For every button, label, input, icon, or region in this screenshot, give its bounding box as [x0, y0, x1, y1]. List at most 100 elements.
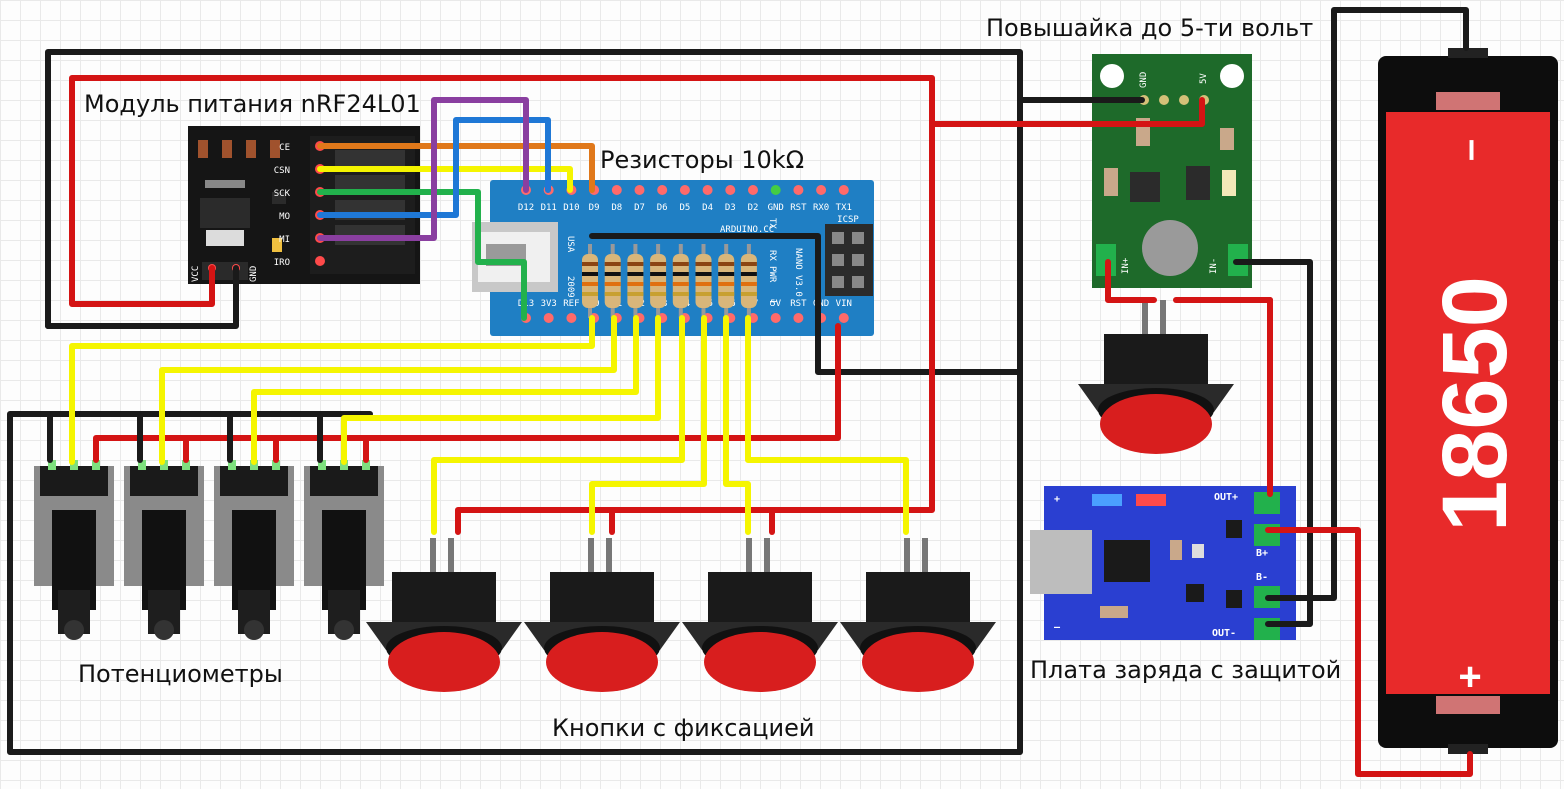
charger-b-minus: B-: [1256, 572, 1268, 583]
wire-a5: [589, 315, 707, 535]
latching-button: [524, 538, 680, 692]
nano-top-pin: [634, 185, 645, 195]
resistor: [740, 244, 757, 318]
battery-plus: +: [1458, 655, 1481, 699]
resistor: [582, 244, 598, 318]
resistor: [718, 244, 735, 318]
wire-ce: [317, 143, 595, 193]
nano-bottom-pin-label: RST: [790, 299, 807, 309]
wire-sck: [317, 189, 527, 321]
charger-out-minus: OUT-: [1212, 628, 1236, 639]
wire-ground-loop: [7, 49, 1023, 755]
wire-mo: [317, 117, 551, 218]
nano-bottom-pin-label: 5V: [770, 299, 781, 309]
nrf-pin-vcc: VCC: [191, 266, 201, 282]
arduino-nano: ICSP ARDUINO.CC NANO V3.0 USA 2009 RX PW…: [472, 180, 874, 336]
charger-out-plus: OUT+: [1214, 492, 1238, 503]
nano-bottom-pin-label: GND: [813, 299, 829, 309]
nrf-pin-sck: SCK: [274, 189, 291, 199]
nano-top-pin-label: D7: [634, 203, 645, 213]
nano-icsp-label: ICSP: [837, 215, 859, 225]
nano-usa-label: USA: [565, 236, 575, 253]
nano-top-pin: [838, 185, 849, 195]
nano-bottom-pin-label: 3V3: [541, 299, 557, 309]
latching-button: [682, 538, 838, 692]
wire-pots-5v: [93, 323, 841, 463]
wire-booster-in-minus: [1233, 259, 1313, 627]
nano-top-pin: [793, 185, 804, 195]
charger-b-plus: B+: [1256, 548, 1268, 559]
wire-in-plus: [1105, 259, 1157, 303]
potentiometers: [34, 460, 384, 640]
potentiometer: [214, 460, 294, 640]
nrf-pin-csn: CSN: [274, 166, 290, 176]
potentiometer: [304, 460, 384, 640]
nrf-pin-labels: CE CSN SCK MO MI IRO VCC GND: [191, 143, 291, 282]
nano-top-pin-label: D4: [702, 203, 713, 213]
nano-top-pin: [725, 185, 736, 195]
nano-top-pin-label: D2: [748, 203, 759, 213]
wire-nano-gnd: [589, 233, 1023, 375]
wire-mi: [317, 97, 529, 241]
latching-button: [840, 538, 996, 692]
nano-rx-label: RX: [767, 250, 777, 261]
wire-nrf-gnd: [45, 265, 239, 329]
resistor: [604, 244, 621, 318]
nano-pwr-label: PWR: [767, 266, 777, 283]
wire-buttons-5v: [455, 121, 935, 535]
nano-bottom-pin: [543, 313, 554, 323]
latching-button: [366, 538, 522, 692]
charger-plus: +: [1054, 494, 1060, 505]
nano-top-pin: [657, 185, 668, 195]
nano-top-pin: [748, 185, 758, 195]
label-booster: Повышайка до 5-ти вольт: [986, 14, 1313, 42]
battery-label: 18650: [1424, 276, 1526, 532]
label-buttons: Кнопки с фиксацией: [552, 714, 814, 742]
booster-gnd: GND: [1139, 72, 1149, 88]
nano-top-pin: [770, 185, 781, 195]
nrf-pin-gnd: GND: [249, 266, 259, 282]
wire-a3: [341, 315, 661, 465]
labels: Модуль питания nRF24L01 Резисторы 10kΩ П…: [78, 14, 1341, 742]
booster-5v: 5V: [1199, 73, 1209, 84]
nano-top-pin: [611, 185, 622, 195]
nano-top-pin-label: D10: [563, 203, 579, 213]
nano-top-pin: [702, 185, 713, 195]
wire-a6: [723, 315, 751, 535]
nrf-pin-mi: MI: [279, 235, 290, 245]
potentiometer: [34, 460, 114, 640]
wire-a1: [159, 315, 617, 465]
nano-site-label: ARDUINO.CC: [720, 225, 774, 235]
label-power-module: Модуль питания nRF24L01: [84, 90, 421, 118]
charger-minus: –: [1054, 622, 1061, 633]
nano-top-pin-label: D6: [657, 203, 668, 213]
wire-a4: [431, 315, 685, 535]
nano-bottom-pin-label: VIN: [836, 299, 852, 309]
latching-buttons: [366, 300, 1234, 692]
nano-bottom-pin: [770, 313, 781, 323]
nano-bottom-pin: [793, 313, 804, 323]
label-potentiometers: Потенциометры: [78, 660, 283, 688]
nano-top-pin-label: D3: [725, 203, 736, 213]
nano-tx-label: TX: [767, 218, 777, 229]
booster-in-minus: IN-: [1209, 258, 1219, 274]
nano-top-pin: [679, 185, 690, 195]
nano-bottom-pin-label: REF: [563, 299, 579, 309]
wire-a0: [69, 315, 595, 465]
nano-top-pin-label: D8: [611, 203, 622, 213]
nano-top-pin: [816, 185, 827, 195]
nano-top-pin-label: D11: [541, 203, 557, 213]
nano-year-label: 2009: [565, 276, 575, 298]
nrf24l01-power-module: CE CSN SCK MO MI IRO VCC GND: [188, 126, 420, 284]
booster-in-plus: IN+: [1121, 257, 1131, 274]
power-switch-button: [1078, 300, 1234, 454]
nano-top-pin-label: D12: [518, 203, 534, 213]
wire-a7: [745, 315, 909, 535]
potentiometer: [124, 460, 204, 640]
nano-bottom-pin: [838, 313, 849, 323]
nrf-pin-mo: MO: [279, 212, 290, 222]
resistor: [695, 244, 712, 318]
